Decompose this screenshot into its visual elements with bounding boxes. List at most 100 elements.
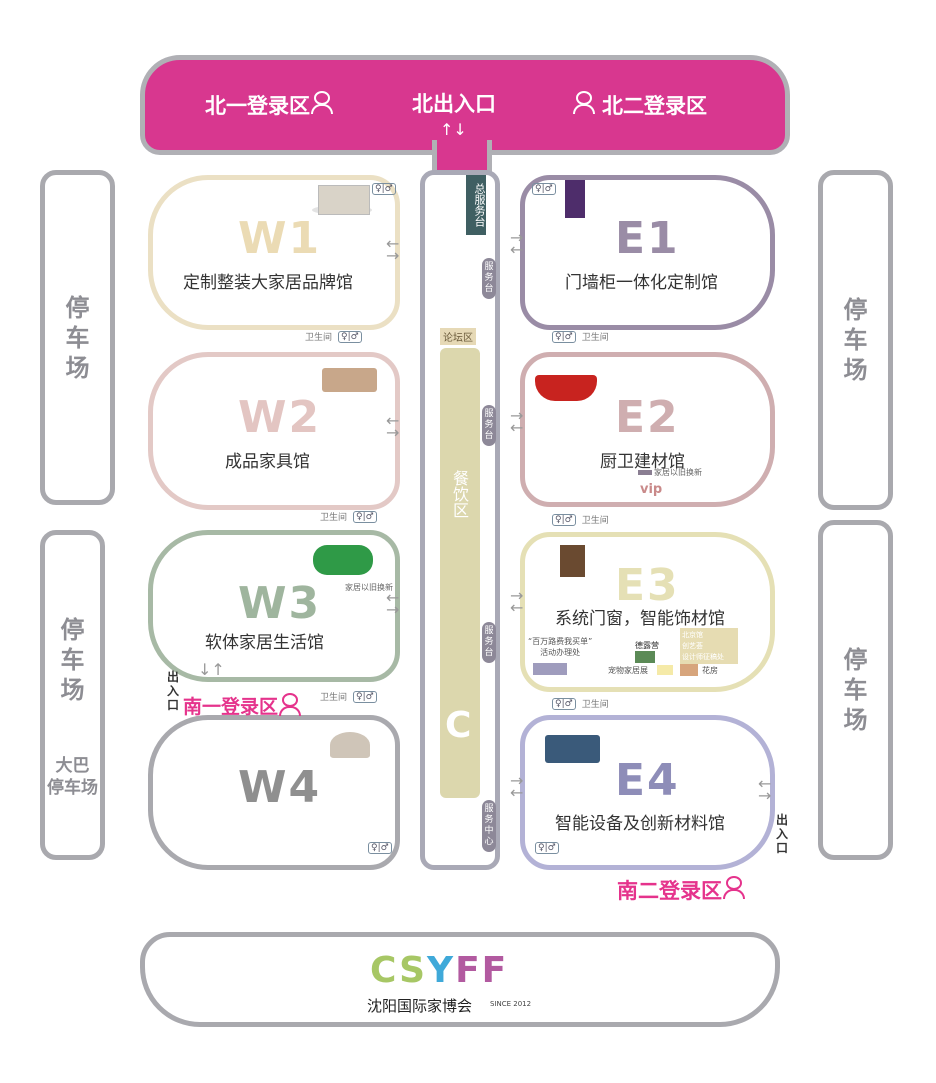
text-label: 出 (166, 670, 179, 684)
person-icon (573, 91, 595, 114)
text-label: 南一登录区 (183, 696, 279, 718)
hall-e1[interactable] (520, 175, 775, 330)
restroom-e4[interactable]: ♀|♂ (535, 842, 559, 854)
w3-code: W3 (238, 578, 322, 629)
text-label: 口 (775, 841, 788, 855)
logo-since: SINCE 2012 (490, 1000, 532, 1008)
e1-door-image (565, 180, 585, 218)
w2-code: W2 (238, 392, 322, 443)
text-label: 南二登录区 (617, 879, 722, 903)
text-label: CS (370, 950, 428, 991)
main-service-desk[interactable]: 总服务台 (466, 175, 486, 235)
text-label: 卫生间 (320, 513, 348, 523)
north-entrance[interactable]: 北出入口 (412, 92, 496, 116)
south-west-exit[interactable]: 出入口 (166, 670, 180, 712)
e3-window-image (560, 545, 585, 577)
restroom-icon: ♀|♂ (532, 183, 556, 195)
restroom-icon: ♀|♂ (353, 690, 377, 703)
arrows-e4-east: ←→ (758, 774, 772, 805)
e2-name: 厨卫建材馆 (600, 452, 685, 472)
text-label: 卫生间 (581, 516, 609, 526)
text-label: 出 (775, 813, 788, 827)
text-label: FF (455, 950, 509, 991)
dining-label: 餐饮区 (450, 470, 469, 518)
text-label: 车 (60, 646, 85, 674)
text-label: 场 (60, 676, 85, 704)
text-label: Y (427, 950, 456, 991)
text-label: 停 (843, 296, 868, 324)
restroom-icon: ♀|♂ (353, 510, 377, 523)
service-desk-3[interactable]: 服务台 (482, 622, 496, 663)
restroom-e2[interactable]: ♀|♂卫生间 (552, 513, 609, 526)
e2-code: E2 (615, 392, 680, 443)
logo: CSYFF (370, 950, 508, 991)
parking-east-south: 停车场 (818, 520, 893, 860)
restroom-icon: ♀|♂ (535, 842, 559, 854)
hall-w2[interactable] (148, 352, 400, 510)
bus-parking-label-2: 停车场 (47, 778, 98, 798)
person-icon (279, 693, 302, 716)
south-reg-2[interactable]: 南二登录区 (617, 875, 745, 905)
north-reg-2-label: 北二登录区 (602, 94, 707, 118)
restroom-w3[interactable]: 卫生间 ♀|♂ (320, 690, 377, 703)
north-reg-1[interactable]: 北一登录区 (205, 90, 333, 120)
north-reg-1-label: 北一登录区 (205, 94, 310, 118)
forum-area[interactable]: 论坛区 (440, 328, 476, 345)
restroom-icon: ♀|♂ (338, 330, 362, 343)
w1-cabinet-icon (318, 185, 370, 215)
south-east-exit[interactable]: 出入口 (775, 813, 789, 855)
e3-name: 系统门窗，智能饰材馆 (555, 609, 725, 629)
arrows-e2: →← (510, 406, 524, 437)
restroom-w1[interactable]: 卫生间♀|♂ (305, 330, 362, 343)
e3-pet-swatch (657, 665, 673, 675)
arrows-e3: →← (510, 586, 524, 617)
parking-west-south: 停车场 大巴 停车场 (40, 530, 105, 860)
restroom-w1-top[interactable]: ♀|♂ (372, 183, 396, 195)
e3-campaign-swatch (533, 663, 567, 675)
text-label: 停 (60, 616, 85, 644)
area-c-label: C (445, 705, 472, 746)
text-label: 设计师征稿处 (682, 653, 724, 661)
e2-vip: vip (640, 482, 663, 497)
text-label: 车 (843, 326, 868, 354)
restroom-w4[interactable]: ♀|♂ (368, 842, 392, 854)
service-desk-1[interactable]: 服务台 (482, 258, 496, 299)
restroom-e1-top[interactable]: ♀|♂ (532, 183, 556, 195)
e3-campaign-label: “百万路费我买单”活动办理处 (528, 636, 592, 658)
text-label: 卫生间 (581, 700, 609, 710)
south-reg-1[interactable]: 南一登录区 (183, 692, 302, 719)
w4-chair-image (330, 732, 370, 758)
restroom-e3[interactable]: ♀|♂卫生间 (552, 697, 609, 710)
w3-tag: 家居以旧换新 (345, 583, 393, 592)
service-center[interactable]: 服务中心 (482, 800, 496, 852)
text-label: 卫生间 (320, 693, 348, 703)
e4-machine-image (545, 735, 600, 763)
e3-camp-label: 德露营 (635, 641, 659, 650)
text-label: 卫生间 (581, 333, 609, 343)
restroom-icon: ♀|♂ (372, 183, 396, 195)
logo-name: 沈阳国际家博会 (367, 997, 473, 1015)
restroom-w2[interactable]: 卫生间 ♀|♂ (320, 510, 377, 523)
text-label: 北京馆 (682, 631, 703, 639)
south-building (140, 932, 780, 1027)
person-icon (723, 876, 745, 899)
north-reg-2[interactable]: 北二登录区 (572, 90, 707, 120)
w2-bed-image (322, 368, 377, 392)
e4-code: E4 (615, 755, 680, 806)
dining-area[interactable] (440, 348, 480, 798)
person-icon (311, 91, 333, 114)
parking-west-north: 停车场 (40, 170, 115, 505)
parking-east-north: 停车场 (818, 170, 893, 510)
bus-parking-label-1: 大巴 (55, 756, 90, 776)
restroom-e1[interactable]: ♀|♂卫生间 (552, 330, 609, 343)
arrows-e1: →← (510, 228, 524, 259)
e1-code: E1 (615, 213, 680, 264)
text-label: “百万路费我买单” (528, 637, 593, 646)
arrows-e4: →← (510, 771, 524, 802)
text-label: 车 (843, 676, 868, 704)
e3-flower-swatch (680, 664, 698, 676)
w3-name: 软体家居生活馆 (205, 633, 324, 653)
text-label: 停 (843, 646, 868, 674)
service-desk-2[interactable]: 服务台 (482, 405, 496, 446)
